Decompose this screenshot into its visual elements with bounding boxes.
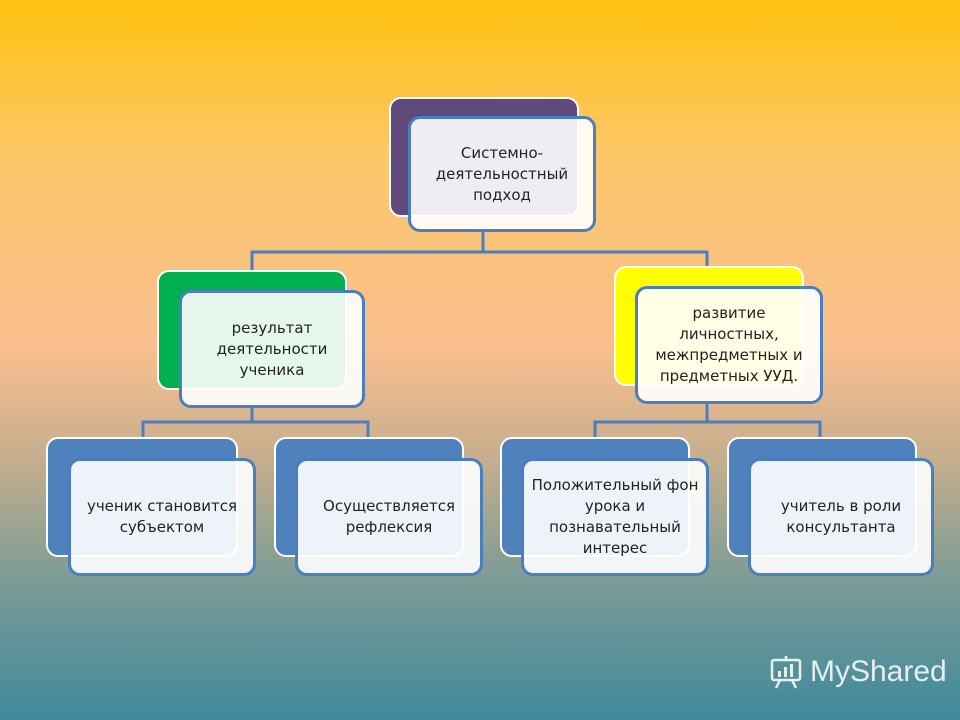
left-branch-label: результат деятельности ученика	[216, 318, 328, 379]
leaf-node-4-box: учитель в роли консультанта	[748, 458, 934, 576]
leaf-node-4-label: учитель в роли консультанта	[780, 497, 902, 536]
right-branch-box: развитие личностных, межпредметных и пре…	[635, 286, 823, 404]
connector-left-to-leaves	[141, 407, 370, 440]
leaf-node-2-label: Осуществляется рефлексия	[323, 497, 455, 536]
leaf-node-1-box: ученик становится субъектом	[68, 458, 256, 576]
leaf-node-3-label: Положительный фон урока и познавательный…	[531, 476, 699, 557]
logo-text: MyShared	[810, 655, 947, 688]
leaf-node-1-label: ученик становится субъектом	[86, 497, 238, 536]
myshared-logo: MyShared	[768, 654, 947, 690]
root-node-box: Системно-деятельностный подход	[408, 116, 596, 232]
leaf-node-3-box: Положительный фон урока и познавательный…	[521, 458, 709, 576]
connector-right-to-leaves	[593, 403, 822, 440]
leaf-node-2-box: Осуществляется рефлексия	[295, 458, 483, 576]
root-node-label: Системно-деятельностный подход	[435, 143, 569, 204]
right-branch-label: развитие личностных, межпредметных и пре…	[655, 304, 803, 385]
connector-root-to-branches	[250, 232, 709, 270]
presentation-board-icon	[770, 656, 802, 689]
left-branch-box: результат деятельности ученика	[179, 290, 365, 408]
